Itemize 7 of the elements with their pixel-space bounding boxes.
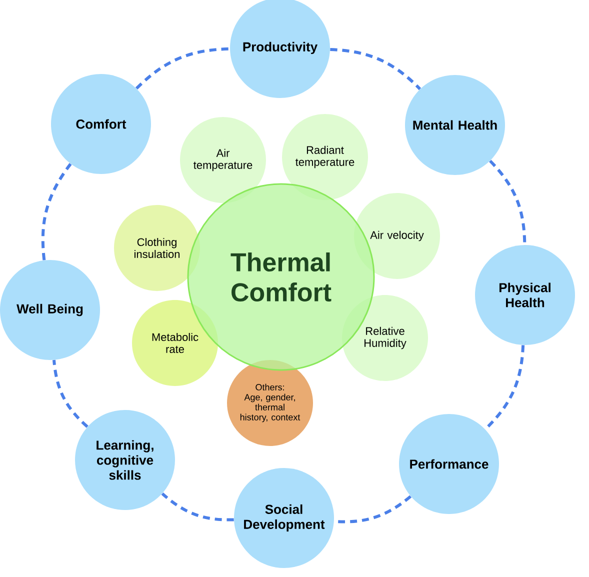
- dashed-connector: [489, 160, 526, 245]
- dashed-connector: [52, 360, 88, 428]
- dashed-connector: [41, 163, 72, 260]
- dashed-connector: [161, 492, 234, 522]
- dashed-connector: [330, 48, 422, 90]
- dashed-connector: [135, 47, 230, 90]
- dashed-connector: [484, 345, 525, 430]
